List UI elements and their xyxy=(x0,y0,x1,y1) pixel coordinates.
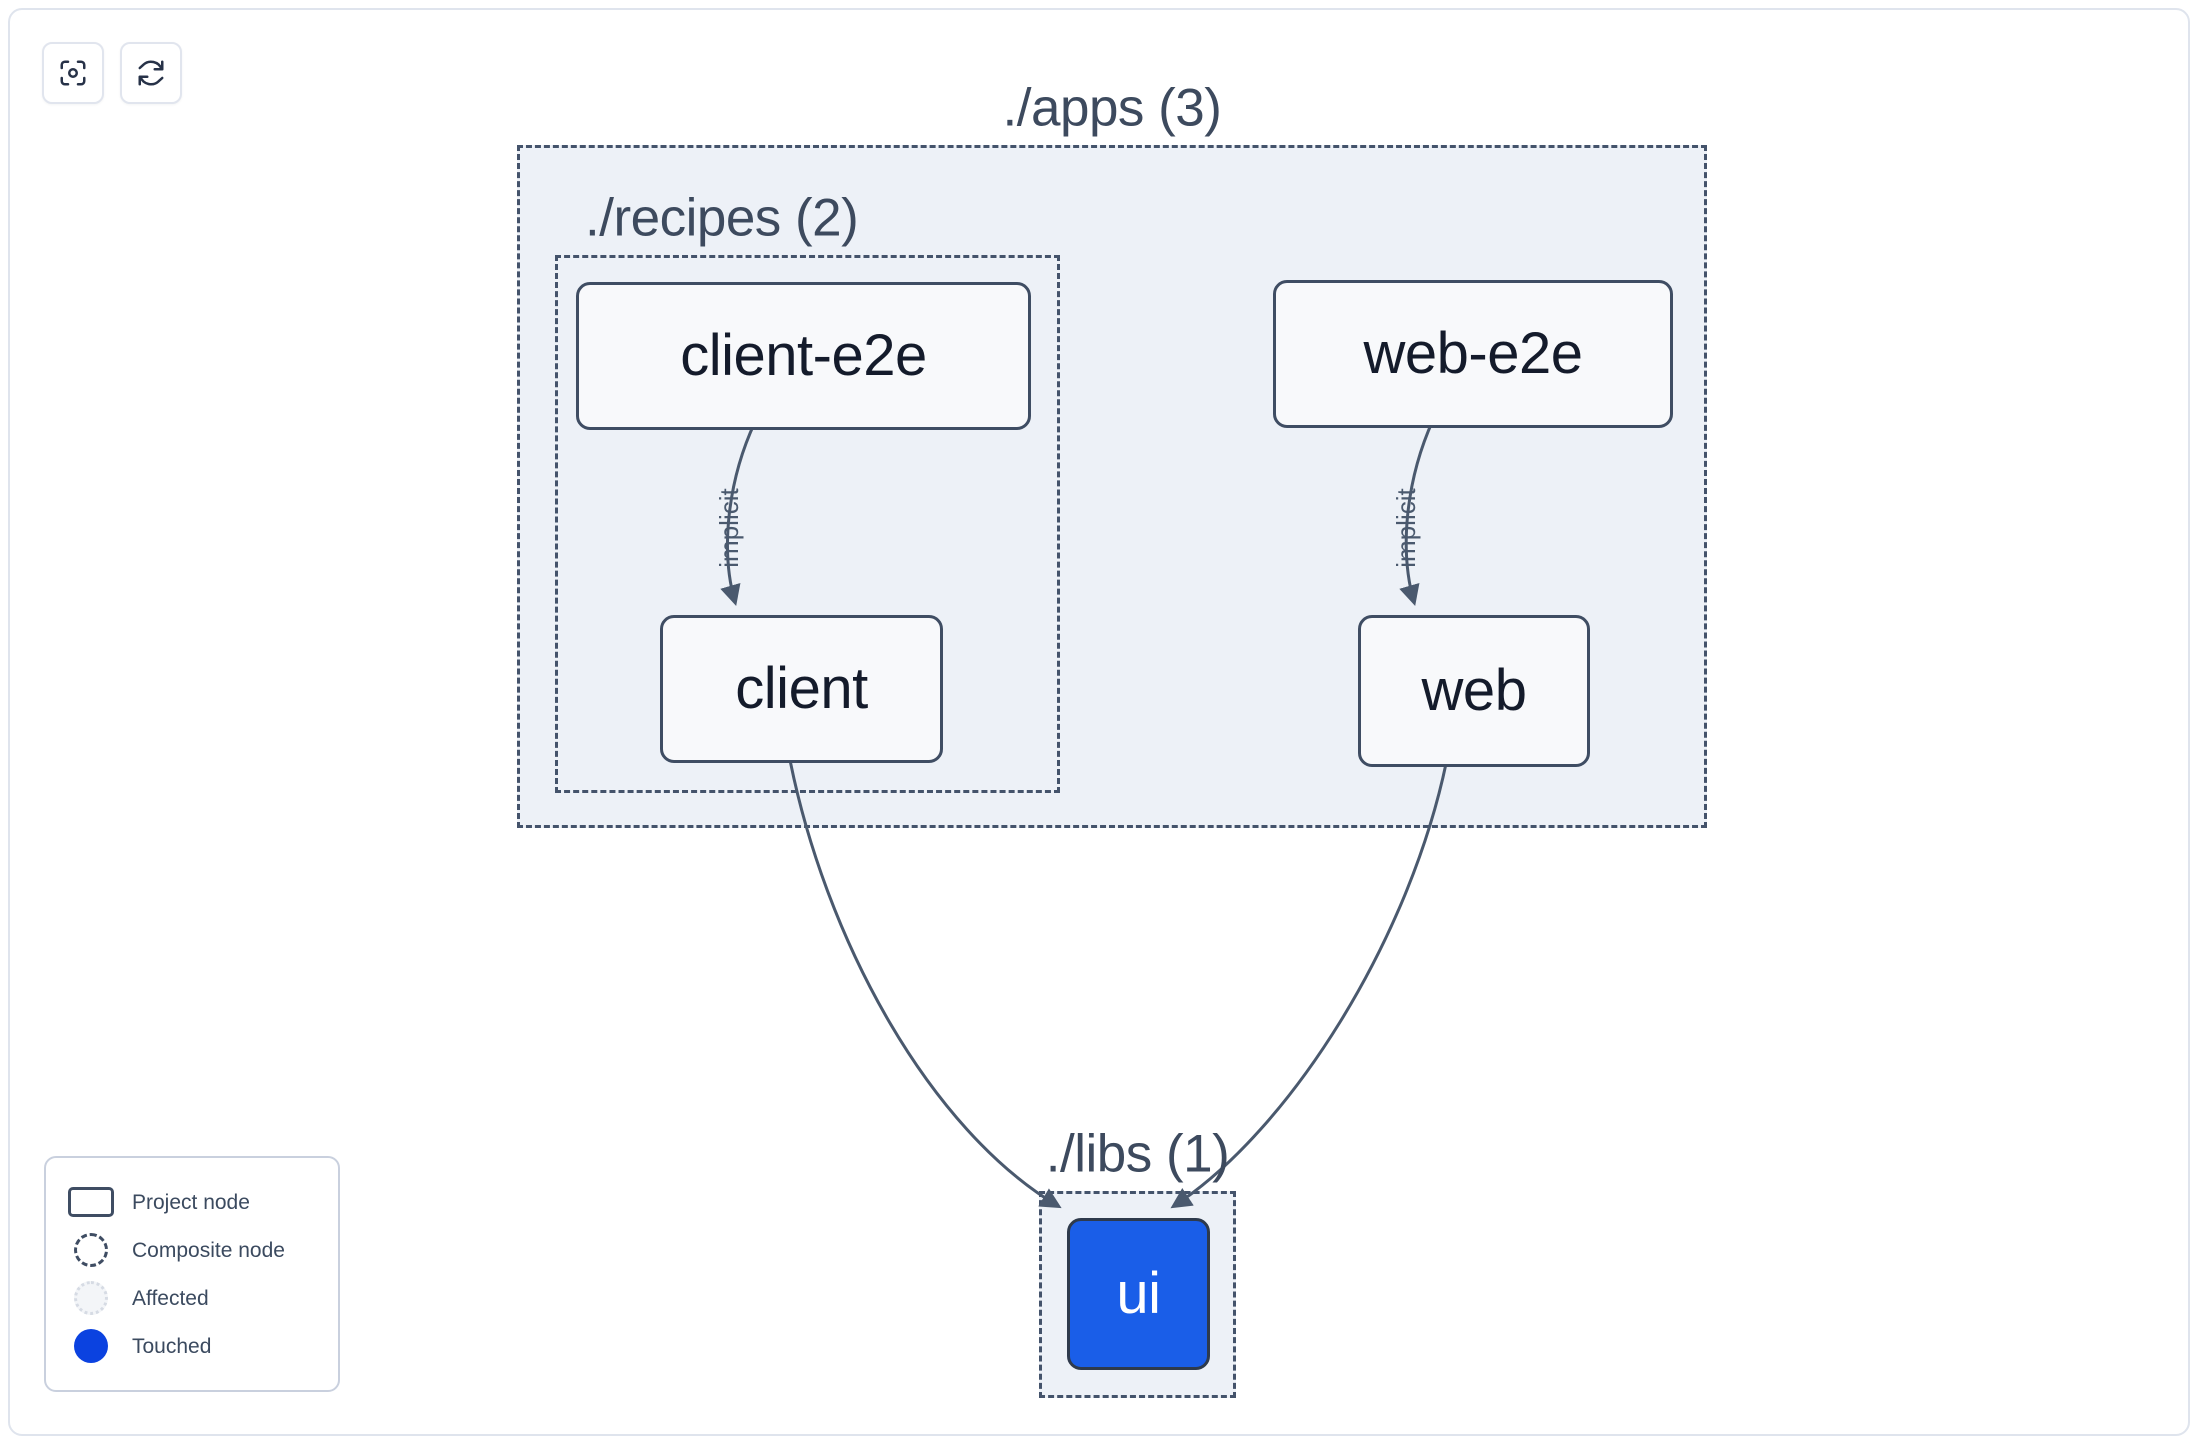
group-label-recipes: ./recipes (2) xyxy=(585,188,859,248)
legend-label: Composite node xyxy=(132,1238,285,1262)
group-label-apps: ./apps (3) xyxy=(1002,78,1222,138)
refresh-graph-button[interactable] xyxy=(120,42,182,104)
group-label-libs: ./libs (1) xyxy=(1045,1124,1230,1184)
node-web[interactable]: web xyxy=(1358,615,1590,767)
node-client-e2e[interactable]: client-e2e xyxy=(576,282,1031,430)
refresh-icon xyxy=(136,58,166,88)
composite-node-swatch xyxy=(68,1233,114,1267)
legend-item-touched: Touched xyxy=(68,1322,316,1370)
affected-swatch xyxy=(68,1281,114,1315)
focus-graph-button[interactable] xyxy=(42,42,104,104)
legend-item-project-node: Project node xyxy=(68,1178,316,1226)
edge-label-web-e2e-to-web: implicit xyxy=(1391,488,1421,568)
graph-layer: ./apps (3) ./recipes (2) ./libs (1) impl… xyxy=(10,10,2188,1434)
legend-label: Touched xyxy=(132,1334,212,1358)
legend-label: Affected xyxy=(132,1286,209,1310)
node-web-e2e[interactable]: web-e2e xyxy=(1273,280,1673,428)
legend-label: Project node xyxy=(132,1190,250,1214)
node-ui[interactable]: ui xyxy=(1067,1218,1210,1370)
touched-swatch xyxy=(68,1329,114,1363)
legend-item-composite-node: Composite node xyxy=(68,1226,316,1274)
project-node-swatch xyxy=(68,1185,114,1219)
focus-target-icon xyxy=(58,58,88,88)
edge-label-client-e2e-to-client: implicit xyxy=(714,488,744,568)
legend-item-affected: Affected xyxy=(68,1274,316,1322)
graph-toolbar xyxy=(42,42,182,104)
graph-legend: Project node Composite node Affected Tou… xyxy=(44,1156,340,1392)
node-client[interactable]: client xyxy=(660,615,943,763)
graph-canvas[interactable]: ./apps (3) ./recipes (2) ./libs (1) impl… xyxy=(8,8,2190,1436)
